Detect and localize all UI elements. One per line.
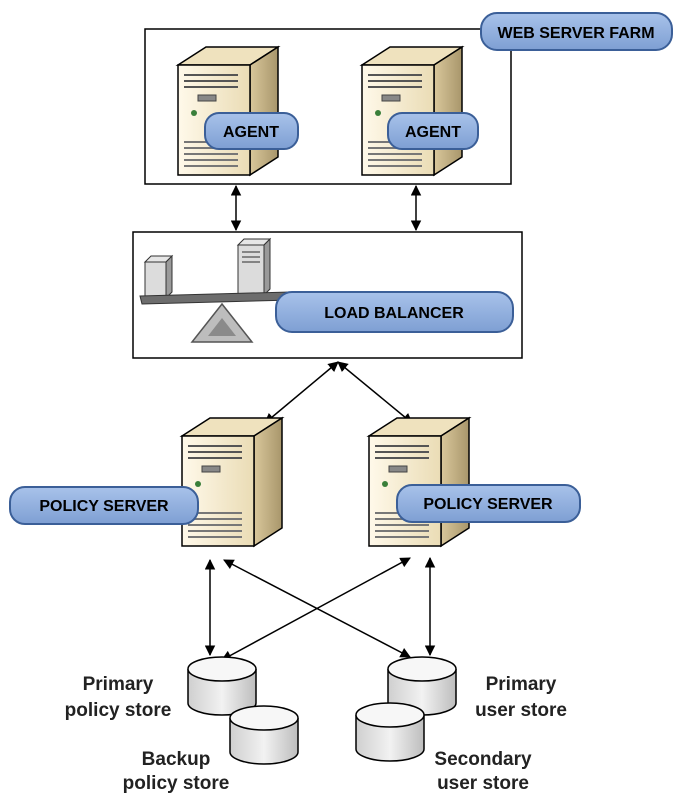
secondary-user-store-icon — [355, 702, 425, 762]
web-server-farm-label: WEB SERVER FARM — [497, 25, 654, 42]
policy-server-badge-2: POLICY SERVER — [396, 484, 581, 523]
primary-policy-store-line1: Primary — [83, 674, 154, 695]
primary-user-store-line2: user store — [475, 700, 567, 721]
policy-server-label-1: POLICY SERVER — [39, 498, 169, 515]
policy-server-label-2: POLICY SERVER — [423, 496, 553, 513]
agent-label-1: AGENT — [223, 124, 279, 141]
backup-policy-store-line2: policy store — [123, 773, 230, 793]
secondary-user-store-line2: user store — [437, 773, 529, 793]
load-balancer-label: LOAD BALANCER — [324, 305, 464, 322]
arrow-lb-policy-2 — [337, 361, 413, 424]
web-server-2 — [361, 46, 463, 176]
primary-policy-store-line2: policy store — [65, 700, 172, 721]
policy-server-1 — [181, 417, 283, 547]
web-server-1 — [177, 46, 279, 176]
backup-policy-store-line1: Backup — [142, 749, 211, 770]
backup-policy-store-icon — [229, 705, 299, 765]
primary-user-store-line1: Primary — [486, 674, 557, 695]
load-balancer-scale-icon — [139, 237, 293, 343]
agent-badge-2: AGENT — [387, 112, 479, 150]
agent-badge-1: AGENT — [204, 112, 299, 150]
agent-label-2: AGENT — [405, 124, 461, 141]
arrow-ps1-primary-user — [223, 559, 411, 658]
policy-server-badge-1: POLICY SERVER — [9, 486, 199, 525]
web-server-farm-badge: WEB SERVER FARM — [480, 12, 673, 51]
policy-server-2 — [368, 417, 470, 547]
secondary-user-store-line1: Secondary — [434, 749, 532, 770]
load-balancer-badge: LOAD BALANCER — [275, 291, 514, 333]
primary-policy-store-icon — [187, 656, 257, 716]
arrow-lb-policy-1 — [264, 361, 339, 424]
